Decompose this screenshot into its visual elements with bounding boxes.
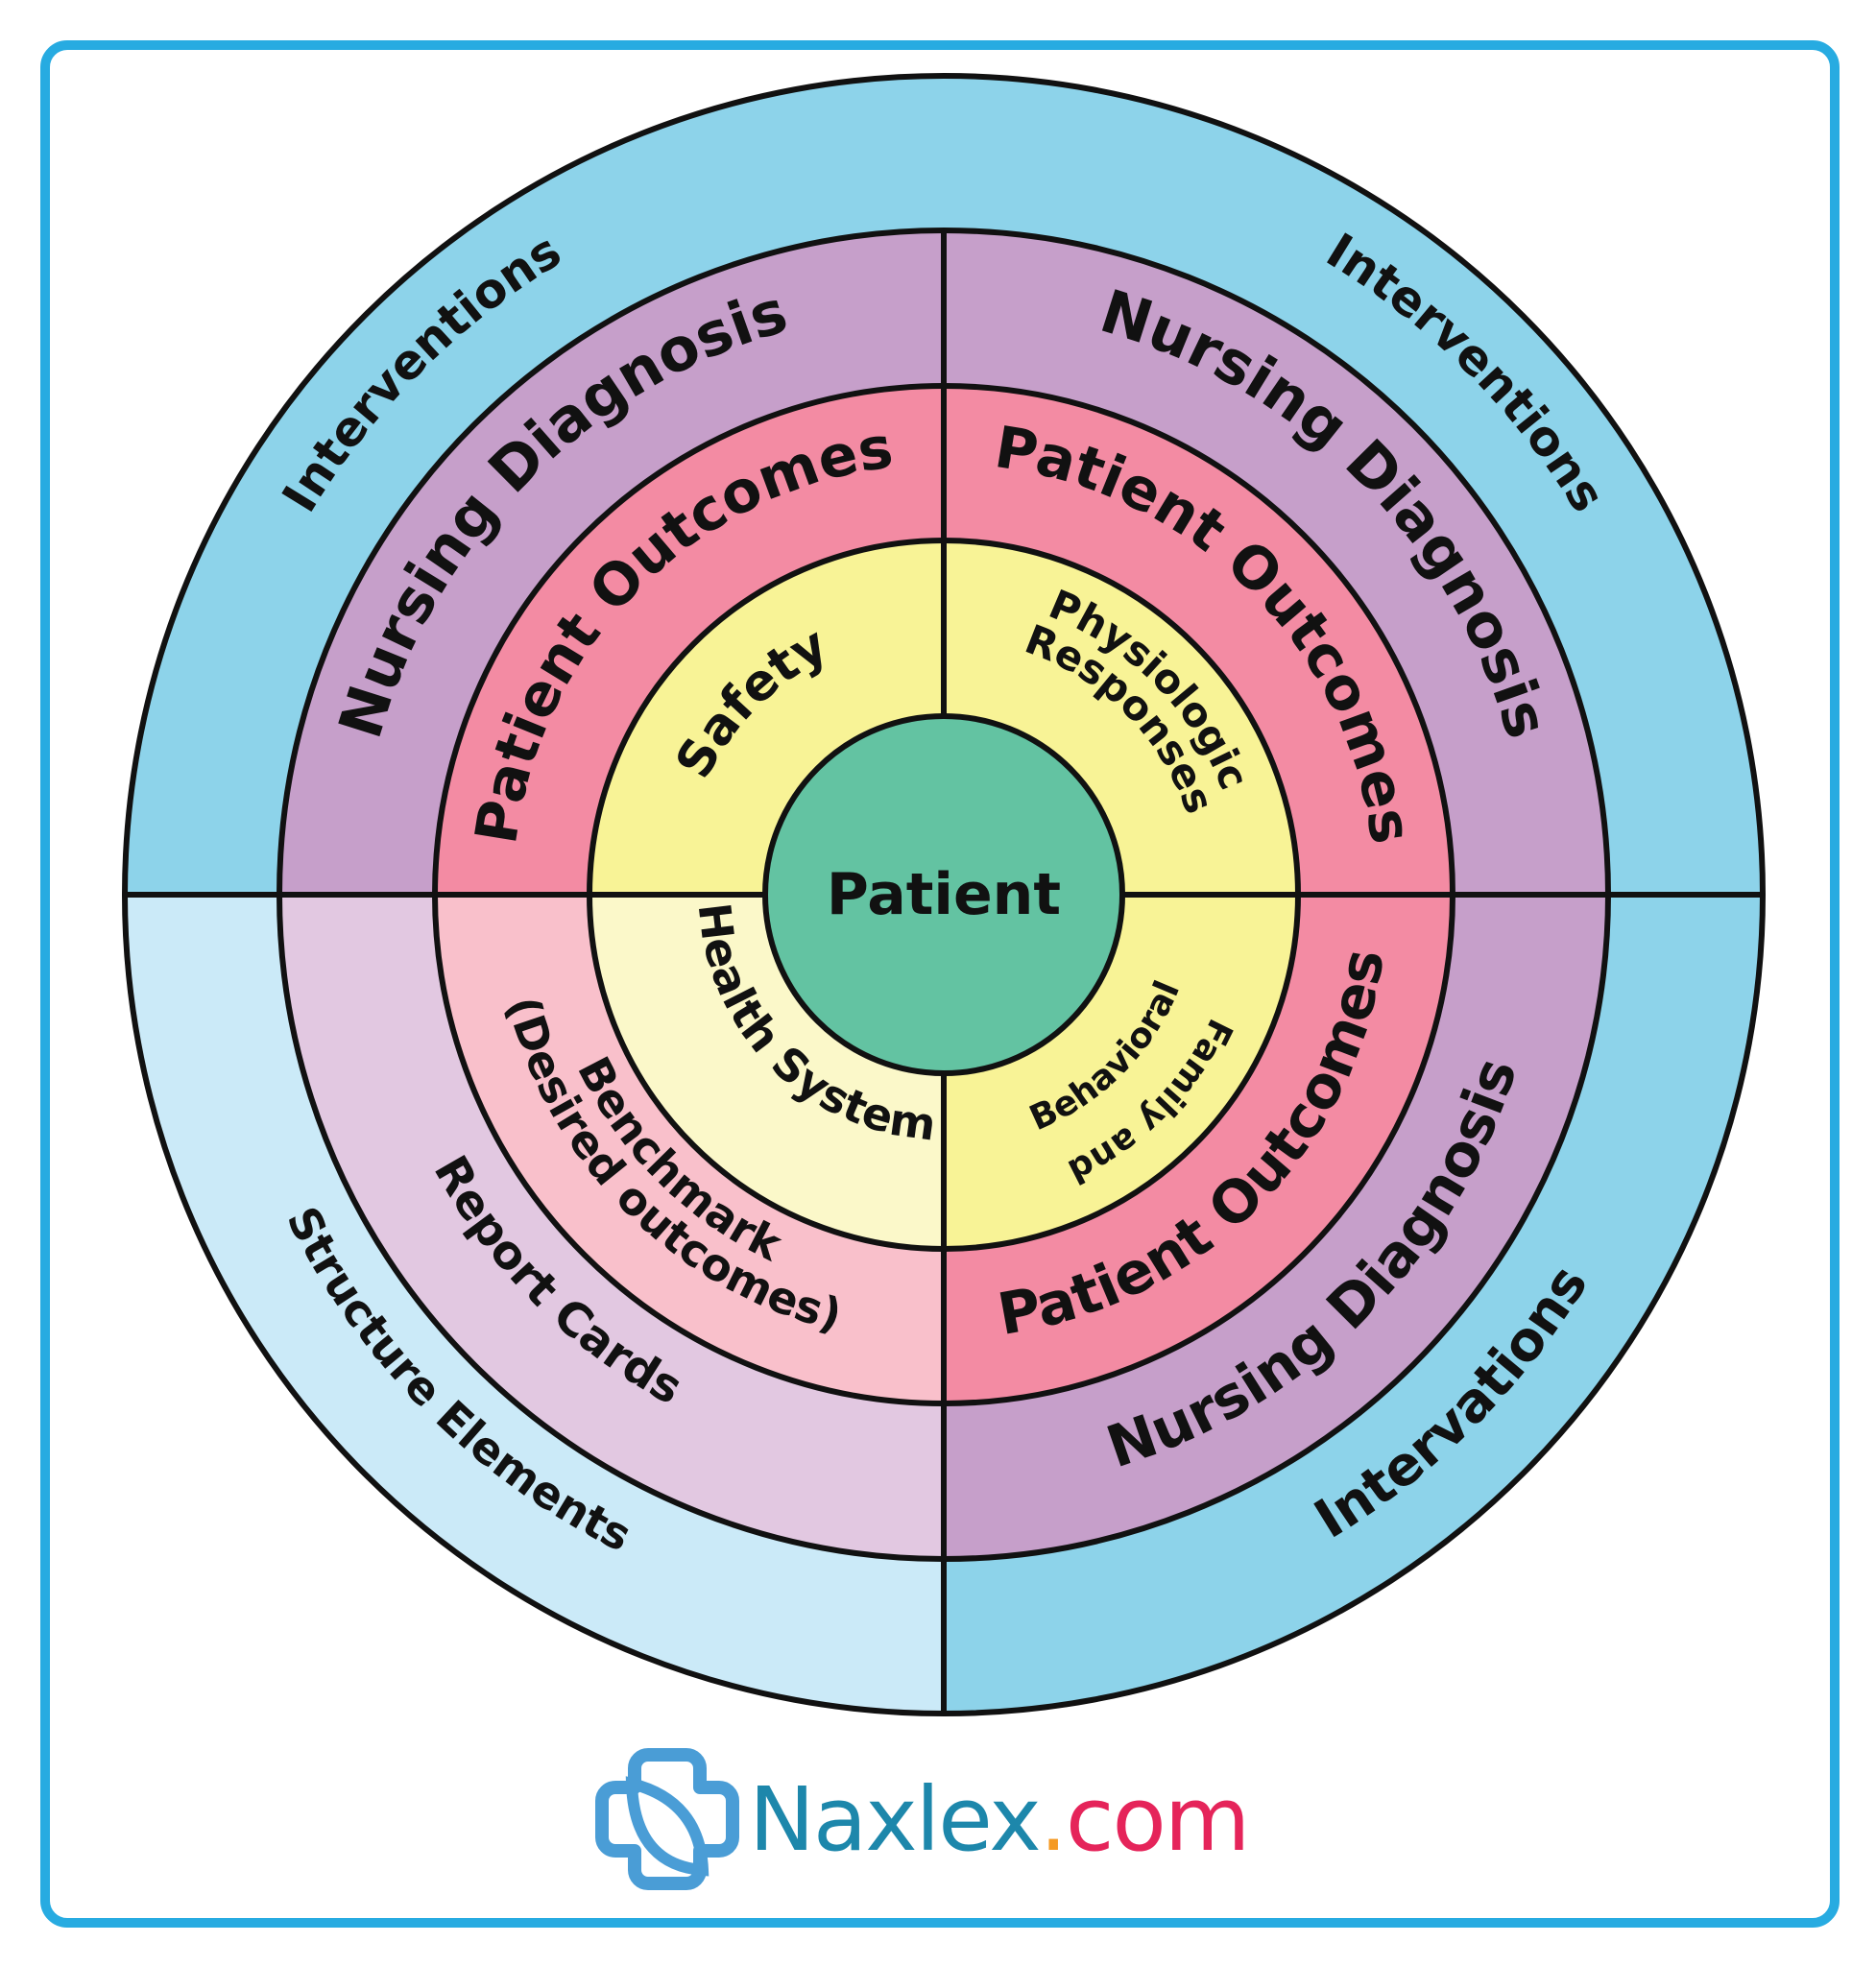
sector-second-bottom-left bbox=[435, 895, 944, 1403]
sector-outer-bottom-right bbox=[944, 895, 1763, 1714]
sector-third-top-right bbox=[944, 230, 1608, 895]
sector-inner-bottom-left bbox=[589, 895, 944, 1249]
patient-center-circle bbox=[762, 713, 1125, 1076]
medical-cross-leaf-icon bbox=[595, 1748, 739, 1890]
sector-outer-top-left bbox=[125, 76, 944, 895]
sector-second-bottom-right bbox=[944, 895, 1453, 1403]
sector-third-bottom-right bbox=[944, 895, 1608, 1559]
sector-inner-top-left bbox=[589, 540, 944, 895]
ring-outline-4 bbox=[122, 73, 1766, 1716]
logo-tld: com bbox=[1065, 1767, 1250, 1871]
naxlex-logo[interactable]: Naxlex.com bbox=[595, 1738, 1250, 1901]
sector-second-top-left bbox=[435, 386, 944, 895]
ring-outline-1 bbox=[587, 538, 1301, 1252]
ring-sectors bbox=[125, 76, 1763, 1714]
sector-inner-bottom-right bbox=[944, 895, 1298, 1249]
sector-outer-bottom-left bbox=[125, 895, 944, 1714]
sector-second-top-right bbox=[944, 386, 1453, 895]
ring-outlines bbox=[122, 73, 1766, 1716]
sector-third-bottom-left bbox=[279, 895, 944, 1559]
sector-outer-top-right bbox=[944, 76, 1763, 895]
ring-outline-3 bbox=[277, 228, 1611, 1562]
sector-third-top-left bbox=[279, 230, 944, 895]
logo-wordmark: Naxlex.com bbox=[749, 1767, 1250, 1871]
center-label: Patient bbox=[827, 861, 1061, 928]
logo-name: Naxlex bbox=[749, 1767, 1042, 1871]
sector-inner-top-right bbox=[944, 540, 1298, 895]
logo-dot: . bbox=[1039, 1767, 1068, 1871]
ring-outline-2 bbox=[432, 383, 1455, 1406]
